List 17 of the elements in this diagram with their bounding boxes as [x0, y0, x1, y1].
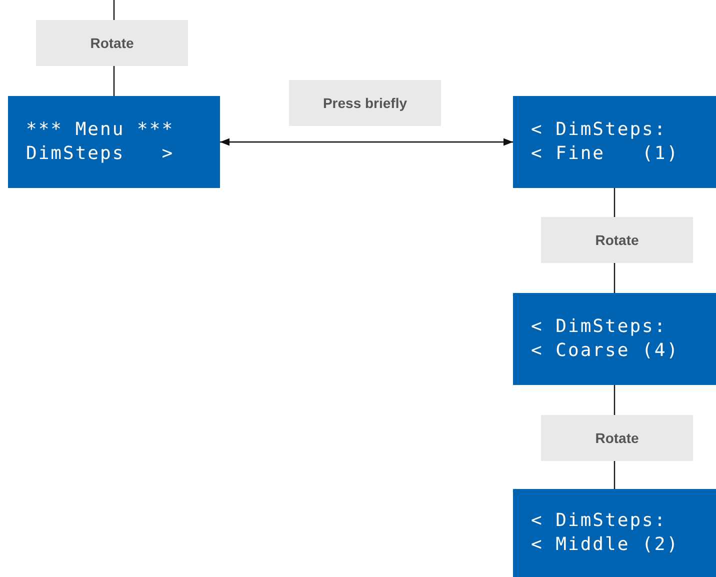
- edge-label: Rotate: [36, 20, 188, 66]
- display-text: DimSteps >: [26, 142, 176, 166]
- display-text: < Middle (2): [531, 533, 680, 557]
- edge-label: Rotate: [541, 217, 693, 263]
- lcd-display: [513, 293, 716, 385]
- display-text: *** Menu ***: [26, 118, 176, 142]
- display-text: < DimSteps:: [531, 315, 668, 339]
- display-text: < DimSteps:: [531, 118, 668, 142]
- lcd-display: [513, 489, 716, 577]
- edge-label: Press briefly: [289, 80, 441, 126]
- display-text: < Fine (1): [531, 142, 680, 166]
- lcd-display: [513, 96, 716, 188]
- edge-label: Rotate: [541, 415, 693, 461]
- double-arrow: [220, 138, 513, 146]
- display-text: < DimSteps:: [531, 509, 668, 533]
- lcd-display: [8, 96, 220, 188]
- display-text: < Coarse (4): [531, 339, 680, 363]
